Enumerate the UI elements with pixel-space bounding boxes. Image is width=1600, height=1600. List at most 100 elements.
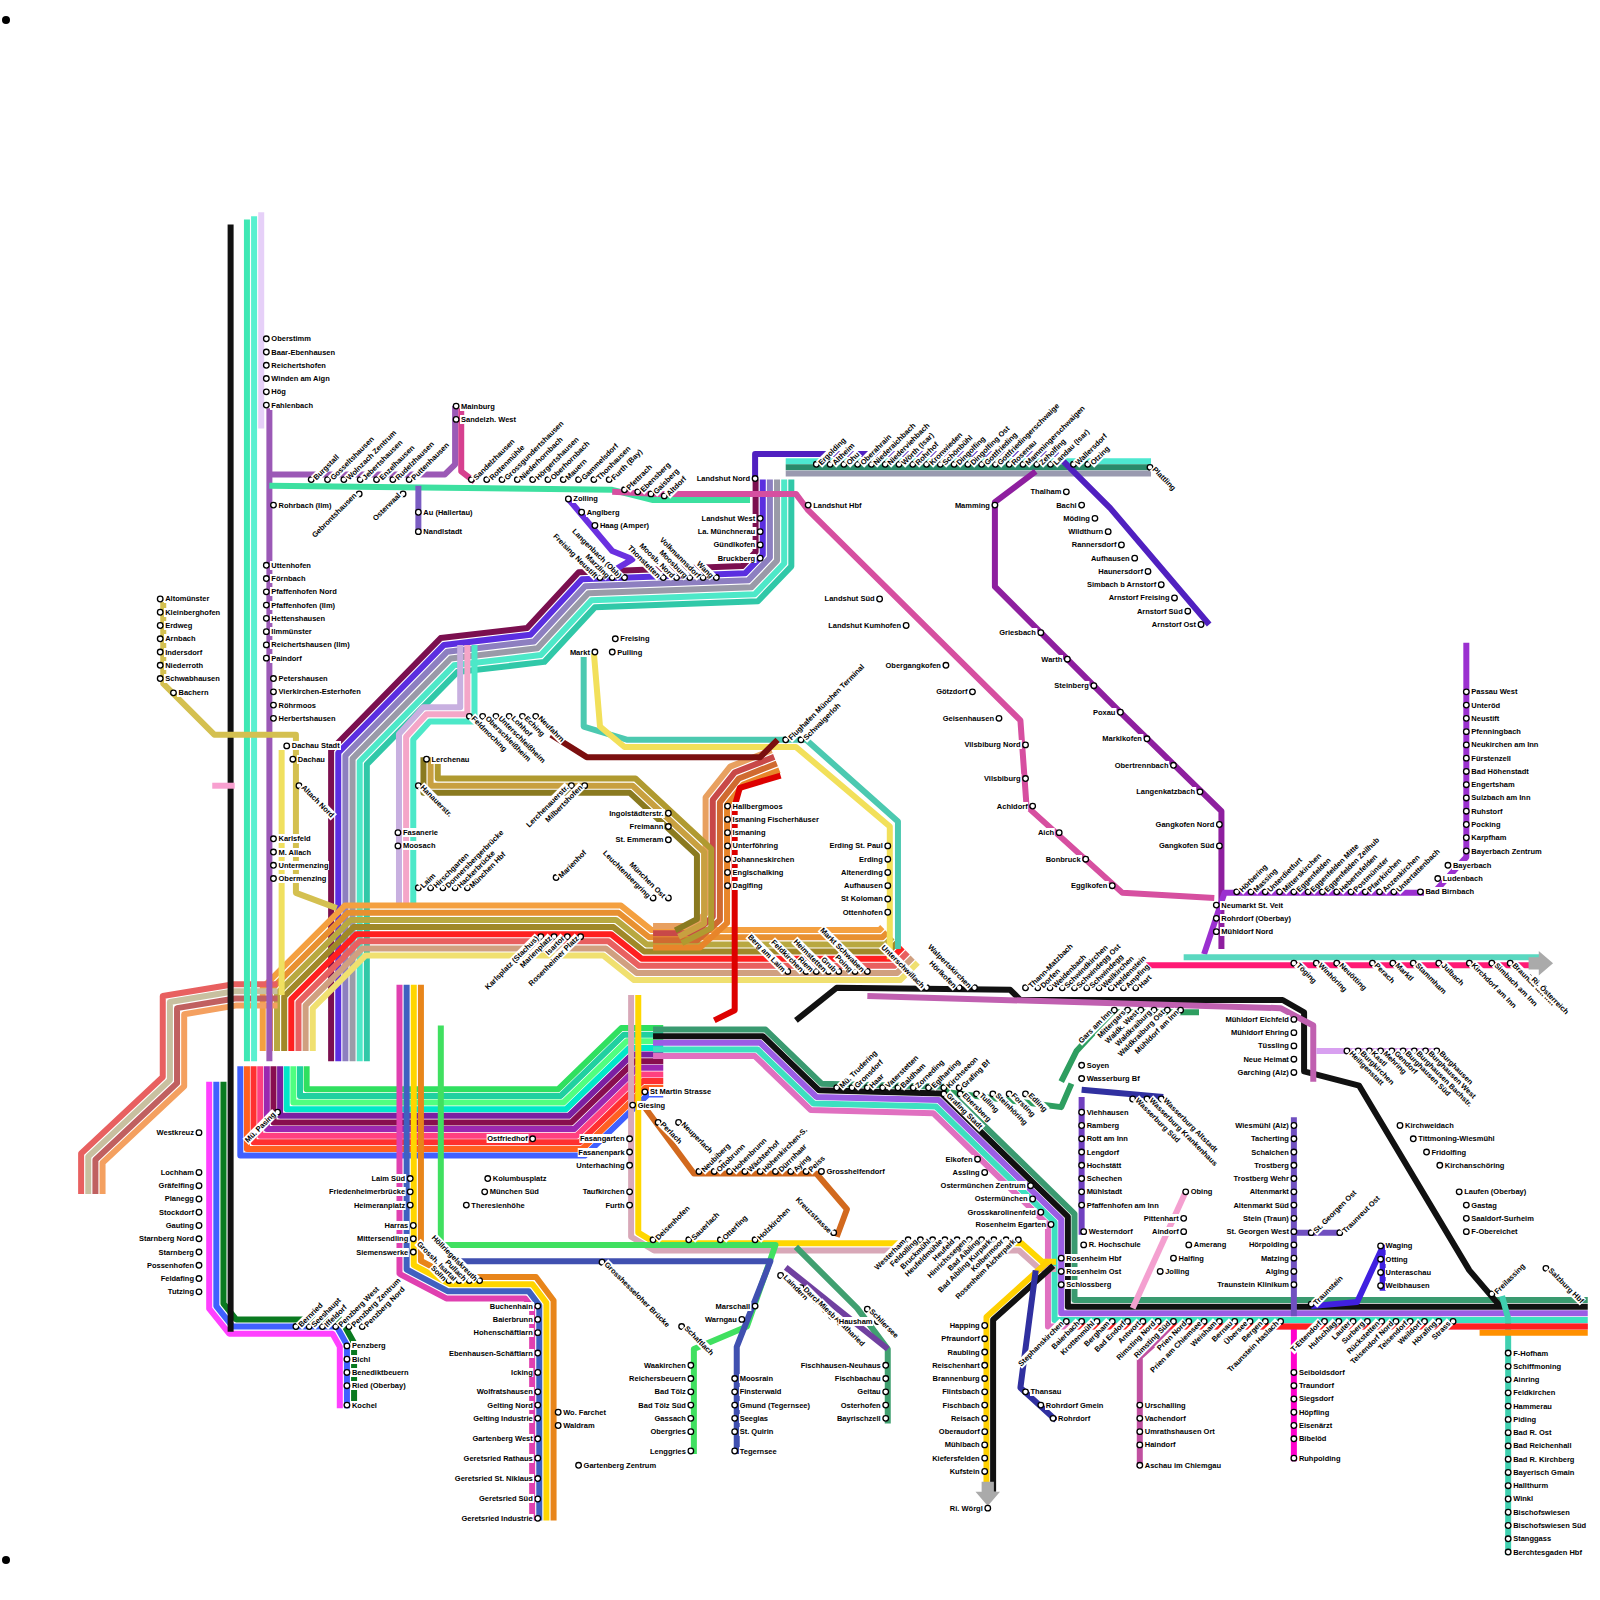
station-dot [1214,916,1220,922]
station-name: Laim Süd [370,1174,406,1183]
station-name: Bad Reichenhall [1512,1441,1572,1450]
station-dot [395,843,401,849]
station-dot [1137,1416,1143,1422]
station-dot [1058,1255,1064,1261]
station-name: Moosach [402,841,437,850]
station-name: Westerndorf [1088,1227,1134,1236]
station-dot [885,843,891,849]
station-dot [410,1236,416,1242]
station-dot [271,676,277,682]
station-name: Unterhaching [575,1161,625,1170]
station-dot [1214,929,1220,935]
station-name: Ruhstorf [1470,807,1503,816]
station-dot [1505,1456,1511,1462]
station-name: Pittenhart [1143,1214,1180,1223]
station-dot [1291,1149,1297,1155]
station-name: Haindorf [1144,1440,1177,1449]
station-name: Wo. Farchet [562,1408,607,1417]
station-dot [982,1376,988,1382]
station-dot [883,1389,889,1395]
rail-line [786,470,1151,476]
station-name: Tacherting [1250,1134,1290,1143]
rail-line [240,1066,663,1155]
station-name: Erding [858,855,884,864]
station-name: Otterfing [720,1213,750,1243]
station-name: Urschalling [1144,1401,1187,1410]
station-dot [975,1156,981,1162]
station-name: Lengdorf [1086,1148,1121,1157]
station-dot [157,663,163,669]
station-name: Laufen (Oberbay) [1463,1187,1527,1196]
station-dot [982,1349,988,1355]
station-name: Neukirchen am Inn [1470,740,1539,749]
station-dot [576,1463,582,1469]
station-name: Ismaning Fischerhäuser [732,815,820,824]
station-name: Hög [270,387,287,396]
station-dot [271,689,277,695]
station-dot [1505,1377,1511,1383]
station-dot [1079,1202,1085,1208]
station-dot [1197,789,1203,795]
station-name: Starnberg [158,1248,195,1257]
station-dot [885,896,891,902]
station-dot [264,602,270,608]
station-name: Rohrdorf (Oberbay) [1220,914,1292,923]
station-dot [1505,1430,1511,1436]
station-dot [732,1389,738,1395]
station-name: Bischofswiesen [1512,1508,1571,1517]
station-name: Schlossberg [1065,1280,1112,1289]
station-dot [157,649,163,655]
rail-line [415,486,421,531]
station-name: Marienhof [556,848,589,881]
station-name: Wolfratshausen [476,1387,534,1396]
station-name: Eisenärzt [1298,1421,1333,1430]
station-dot [196,1249,202,1255]
station-name: Pfaffenhofen Nord [270,587,337,596]
station-name: Rannersdorf [1071,540,1118,549]
station-dot [1291,1043,1297,1049]
station-dot [1464,755,1470,761]
station-name: Furth [604,1201,625,1210]
station-name: Osterhofen [840,1401,882,1410]
station-dot [982,1170,988,1176]
station-name: Landshut Hbf [812,501,862,510]
station-dot [739,1317,745,1323]
station-name: Mühldorf Nord [1220,927,1274,936]
station-name: Warngau [704,1315,738,1324]
station-dot [1424,1149,1430,1155]
station-name: Bad R. Kirchberg [1512,1455,1575,1464]
station-dot [1056,830,1062,836]
station-dot [1198,622,1204,628]
station-dot [1378,1243,1384,1249]
station-name: Neue Heimat [1242,1055,1289,1064]
station-dot [1079,1149,1085,1155]
station-dot [1437,1163,1443,1169]
station-dot [757,542,763,548]
station-dot [1505,1350,1511,1356]
station-name: Baierbrunn [492,1315,534,1324]
station-name: Petershausen [277,674,328,683]
station-name: Haag (Amper) [599,521,650,530]
station-dot [1464,782,1470,788]
station-name: Marschall [714,1302,751,1311]
station-name: Geretsried Rathaus [463,1454,534,1463]
station-dot [666,837,672,843]
station-dot [535,1370,541,1376]
station-name: Harras [383,1221,409,1230]
station-name: Rosenheim Hbf [1065,1254,1122,1263]
station-dot [271,836,277,842]
station-dot [885,870,891,876]
station-name: Rosenheim Ost [1065,1267,1122,1276]
station-name: Siegsdorf [1298,1394,1335,1403]
station-dot [264,629,270,635]
station-name: Mühldorf Ehring [1230,1028,1290,1037]
station-dot [1079,1136,1085,1142]
station-dot [1023,742,1029,748]
station-dot [1505,1390,1511,1396]
station-name: Gelting Industrie [472,1414,534,1423]
station-name: Bachl [1055,501,1077,510]
station-dot [609,649,615,655]
station-name: Ostfriedhof [486,1134,528,1143]
station-name: Röhrmoos [277,701,317,710]
station-name: St. Emmeram [614,835,664,844]
